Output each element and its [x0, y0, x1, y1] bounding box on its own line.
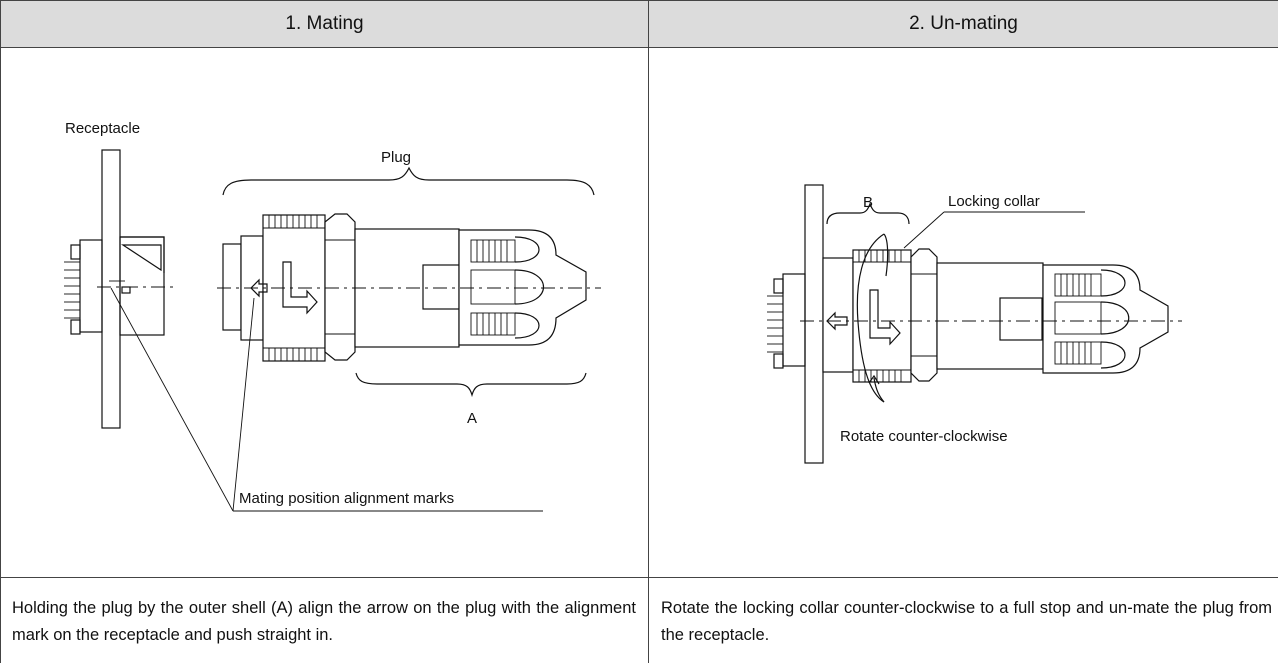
leader-plug-mark	[232, 297, 255, 512]
locking-collar-leader	[903, 211, 945, 249]
header-mating: 1. Mating	[0, 0, 649, 48]
mating-diagram-cell: Receptacle	[0, 48, 649, 578]
b-label: B	[863, 194, 873, 211]
locking-collar-label: Locking collar	[948, 193, 1040, 210]
rotation-arc-top	[883, 233, 889, 277]
mated-plug-body	[822, 248, 1169, 383]
receptacle-label: Receptacle	[65, 120, 140, 137]
header-unmating: 2. Un-mating	[649, 0, 1278, 48]
leader-receptacle-mark	[110, 287, 234, 512]
mating-diagram: Receptacle	[64, 120, 601, 512]
header-mating-label: 1. Mating	[285, 13, 364, 34]
marks-label: Mating position alignment marks	[239, 490, 454, 507]
rotation-arc-bottom	[873, 377, 885, 403]
plug-label: Plug	[381, 149, 411, 166]
receptacle-barrel	[119, 236, 165, 336]
rotation-arc-front	[856, 233, 885, 403]
receptacle-flange	[101, 149, 121, 429]
rotate-label: Rotate counter-clockwise	[840, 428, 1008, 445]
header-unmating-label: 2. Un-mating	[909, 13, 1018, 34]
unmating-diagram: B Locking collar Rotate counter-clockwis…	[767, 184, 1182, 464]
receptacle-flange	[804, 184, 824, 464]
plug-brace	[222, 166, 595, 196]
description-mating: Holding the plug by the outer shell (A) …	[0, 578, 649, 663]
a-label: A	[467, 410, 477, 427]
receptacle-pins	[64, 239, 103, 335]
description-mating-text: Holding the plug by the outer shell (A) …	[12, 599, 636, 644]
rotation-arrow-head	[868, 374, 880, 385]
description-unmating-text: Rotate the locking collar counter-clockw…	[661, 599, 1272, 644]
unmating-diagram-cell: B Locking collar Rotate counter-clockwis…	[649, 48, 1278, 578]
description-unmating: Rotate the locking collar counter-clockw…	[649, 578, 1278, 663]
a-brace	[355, 372, 587, 398]
receptacle-pins	[767, 273, 806, 369]
b-brace	[826, 202, 910, 225]
